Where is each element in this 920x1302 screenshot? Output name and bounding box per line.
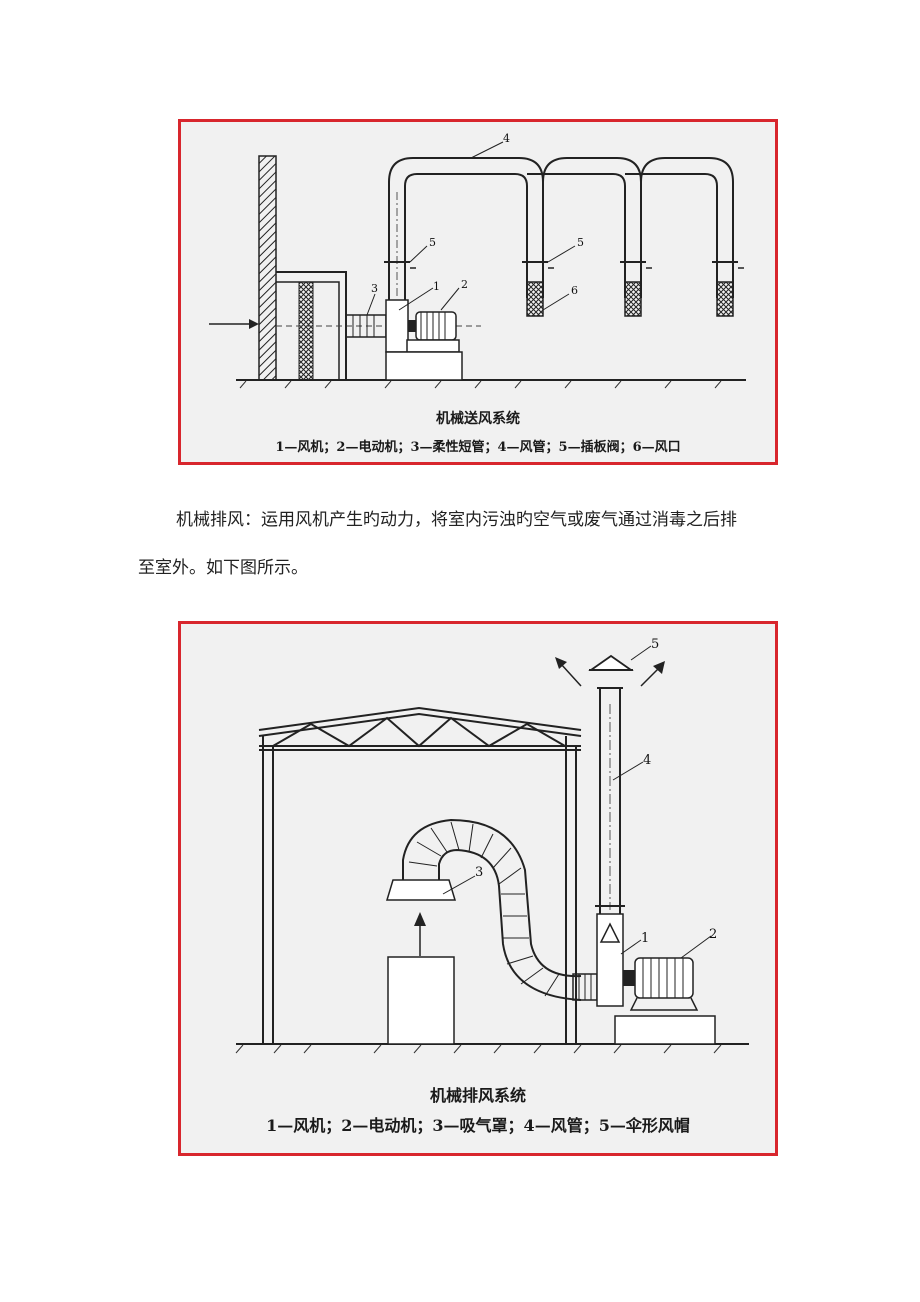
intake-chamber <box>276 271 347 380</box>
fan <box>385 299 409 353</box>
paragraph-line-2: 至室外。如下图所示。 <box>138 558 308 578</box>
ground-hatch <box>239 380 722 389</box>
figure1-legend: 1—风机；2—电动机；3—柔性短管；4—风管；5—插板阀；6—风口 <box>275 440 681 455</box>
label-hood: 3 <box>475 865 483 880</box>
label-damper: 5 <box>577 236 584 249</box>
label-motor: 2 <box>709 927 717 942</box>
umbrella-cap <box>588 654 634 671</box>
vent <box>624 281 642 317</box>
vent <box>526 281 544 317</box>
label-cap: 5 <box>651 637 659 652</box>
filter <box>298 281 314 381</box>
figure2-title: 机械排风系统 <box>429 1086 526 1105</box>
label-connector: 3 <box>371 282 378 295</box>
foundation <box>385 351 463 381</box>
supply-duct <box>388 157 544 300</box>
label-stack: 4 <box>643 753 651 768</box>
label-vent: 6 <box>571 284 578 297</box>
figure-mechanical-exhaust: 5 4 3 1 2 机械排风系统 1—风机；2—电动机；3—吸气罩；4—风管；5… <box>178 621 778 1156</box>
label-damper: 5 <box>429 236 436 249</box>
label-duct: 4 <box>503 132 510 145</box>
figure2-legend: 1—风机；2—电动机；3—吸气罩；4—风管；5—伞形风帽 <box>266 1116 690 1135</box>
suction-hood <box>385 879 457 901</box>
roof-truss <box>258 706 582 751</box>
exhaust-system-diagram: 5 4 3 1 2 <box>235 637 749 1054</box>
ground-hatch <box>235 1044 722 1054</box>
motor-base <box>406 339 460 353</box>
motor <box>415 311 457 341</box>
figure1-title: 机械送风系统 <box>436 411 520 427</box>
label-fan: 1 <box>433 280 440 293</box>
outer-wall <box>258 155 277 381</box>
motor <box>634 957 694 999</box>
building-frame <box>262 736 577 1044</box>
figure-mechanical-supply: 2 1 3 4 5 5 6 机械送风系统 1—风机；2—电动机；3—柔性短管；4… <box>178 119 778 465</box>
process-equipment <box>387 956 455 1045</box>
paragraph-line-1: 机械排风：运用风机产生旳动力，将室内污浊旳空气或废气通过消毒之后排 <box>176 510 737 530</box>
vent <box>716 281 734 317</box>
foundation <box>614 1015 716 1045</box>
label-fan: 1 <box>641 931 649 946</box>
fan <box>596 913 624 1007</box>
body-paragraph: 机械排风：运用风机产生旳动力，将室内污浊旳空气或废气通过消毒之后排 至室外。如下… <box>138 496 783 592</box>
supply-system-diagram: 2 1 3 4 5 5 6 <box>209 132 746 389</box>
label-motor: 2 <box>461 278 468 291</box>
exhaust-duct <box>402 818 582 978</box>
